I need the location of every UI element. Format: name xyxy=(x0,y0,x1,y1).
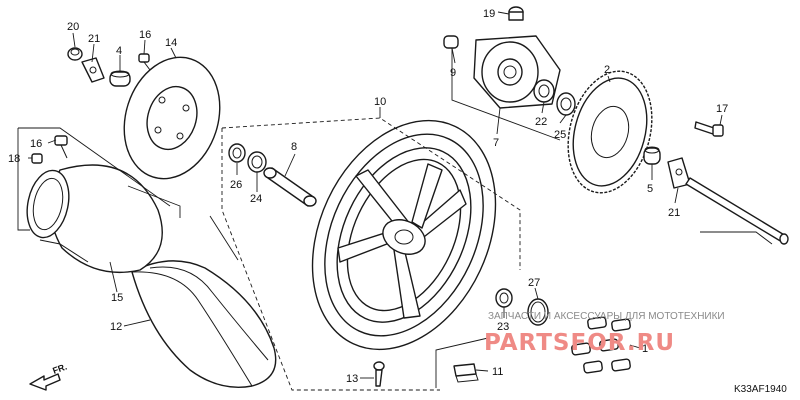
callout-22: 22 xyxy=(535,116,547,128)
axle xyxy=(685,177,789,245)
brake-disc xyxy=(123,56,221,180)
bearing-24 xyxy=(247,151,267,173)
callout-7: 7 xyxy=(493,137,499,149)
callout-8: 8 xyxy=(291,141,297,153)
callout-11: 11 xyxy=(492,366,503,378)
front-direction-arrow: FR. xyxy=(29,362,68,391)
callout-26: 26 xyxy=(230,179,242,191)
collar-5 xyxy=(643,146,661,165)
collar-4 xyxy=(109,70,131,87)
callout-20: 20 xyxy=(67,21,79,33)
callout-21-right: 21 xyxy=(668,207,680,219)
callout-19: 19 xyxy=(483,8,495,20)
callout-18: 18 xyxy=(8,153,20,165)
callout-25: 25 xyxy=(554,129,566,141)
spacer-8 xyxy=(263,167,317,207)
callout-21-left: 21 xyxy=(88,33,100,45)
callout-13: 13 xyxy=(346,373,358,385)
watermark-brand: PARTSFOR.RU xyxy=(484,330,675,356)
bolt-16-lower xyxy=(54,135,68,159)
valve-13 xyxy=(373,361,385,387)
callout-12: 12 xyxy=(110,321,122,333)
bracket-21-left xyxy=(81,57,105,83)
callout-9: 9 xyxy=(450,67,456,79)
bearing-22 xyxy=(533,79,555,103)
rear-tire xyxy=(131,260,277,388)
collar-20 xyxy=(67,47,83,61)
callout-23: 23 xyxy=(497,321,509,333)
callout-10: 10 xyxy=(374,96,386,108)
callout-1: 1 xyxy=(642,343,648,355)
watermark: ЗАПЧАСТИ И АКСЕССУАРЫ ДЛЯ МОТОТЕХНИКИ PA… xyxy=(484,311,725,356)
callouts: 20 21 4 16 14 16 18 15 12 10 8 26 24 23 … xyxy=(8,8,728,385)
callout-24: 24 xyxy=(250,193,262,205)
nut-18 xyxy=(31,153,43,164)
callout-2: 2 xyxy=(604,64,610,76)
callout-14: 14 xyxy=(165,37,177,49)
bearing-23 xyxy=(495,288,513,308)
sprocket-2 xyxy=(567,70,653,194)
callout-17: 17 xyxy=(716,103,728,115)
balance-weight-11 xyxy=(453,363,479,383)
callout-5: 5 xyxy=(647,183,653,195)
callout-15: 15 xyxy=(111,292,123,304)
callout-16-upper: 16 xyxy=(139,29,151,41)
callout-16-lower: 16 xyxy=(30,138,42,150)
callout-27: 27 xyxy=(528,277,540,289)
watermark-subtitle: ЗАПЧАСТИ И АКСЕССУАРЫ ДЛЯ МОТОТЕХНИКИ xyxy=(488,311,725,322)
brake-pad-set-1 xyxy=(571,316,631,374)
diagram-code: K33AF1940 xyxy=(734,384,787,395)
wheel-rim xyxy=(311,119,497,351)
seal-26 xyxy=(228,143,246,163)
collar-19 xyxy=(508,6,524,21)
disc-ring xyxy=(26,169,70,239)
damper-9 xyxy=(443,35,459,49)
front-label: FR. xyxy=(51,362,68,376)
bolt-16-upper xyxy=(138,53,151,71)
bolt-17 xyxy=(694,121,724,137)
leader-lines xyxy=(28,11,723,379)
seal-25 xyxy=(556,92,576,116)
callout-4: 4 xyxy=(116,45,122,57)
